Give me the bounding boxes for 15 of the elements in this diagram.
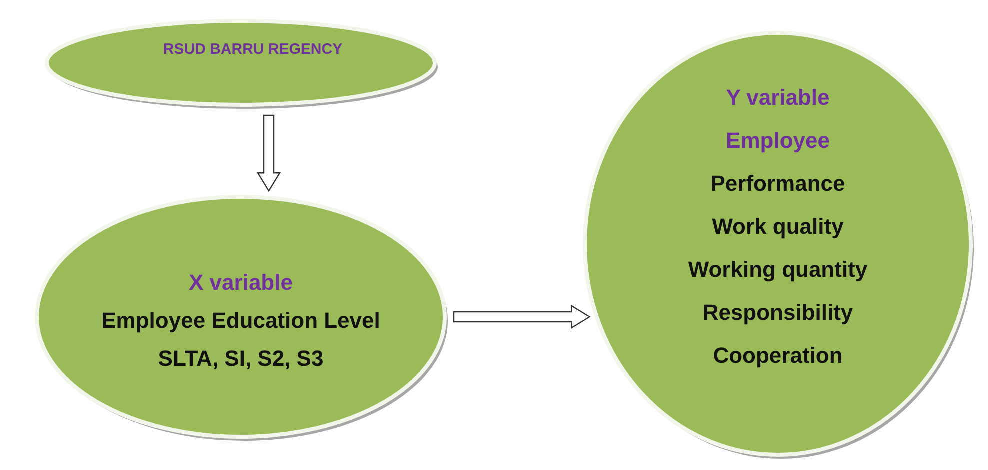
node-text: Working quantity	[688, 256, 868, 284]
node-text: Employee Education Level	[102, 307, 380, 335]
block-arrow	[256, 114, 282, 192]
node-text: Responsibility	[702, 298, 854, 327]
ellipse-node	[32, 192, 450, 442]
ellipse-node	[42, 16, 440, 110]
node-heading: Y variable Employee	[725, 84, 831, 155]
node-heading: RSUD BARRU REGENCY	[163, 40, 343, 60]
block-arrow	[453, 304, 591, 330]
node-text: Performance	[710, 170, 846, 198]
ellipse-node	[580, 28, 976, 460]
node-text: Cooperation	[713, 342, 843, 370]
node-text: Work quality	[712, 212, 844, 241]
node-text: SLTA, SI, S2, S3	[158, 345, 324, 373]
node-heading: X variable	[189, 269, 293, 297]
